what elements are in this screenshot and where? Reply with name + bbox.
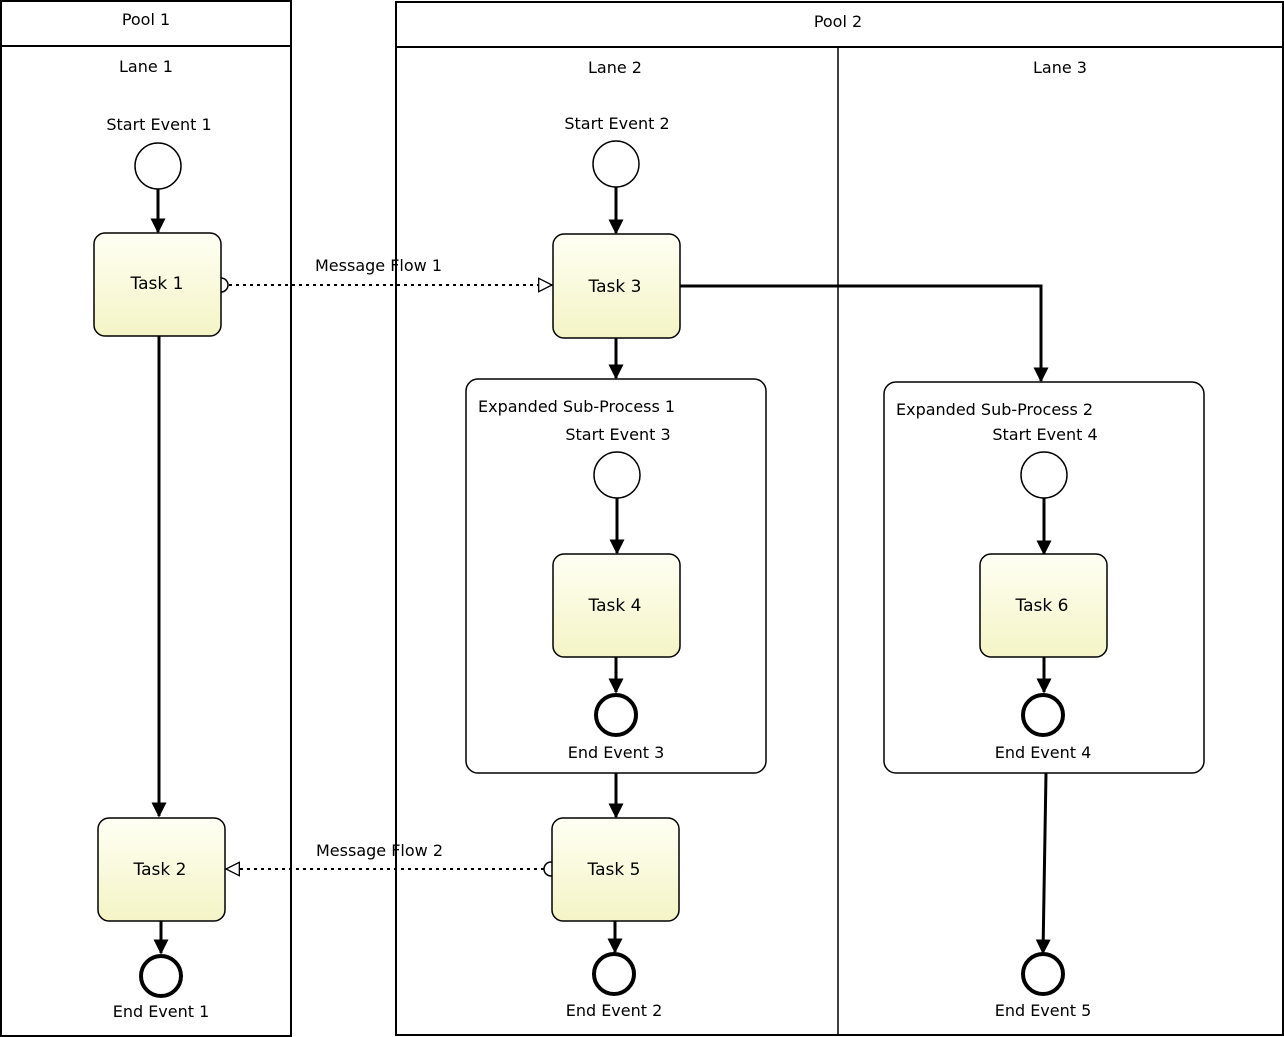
start-event-4[interactable]: Start Event 4 xyxy=(992,425,1098,499)
start-event-4-circle xyxy=(1020,451,1068,499)
end-event-2-circle xyxy=(592,952,636,996)
end-event-3-label: End Event 3 xyxy=(568,743,665,762)
sub-process-2-label: Expanded Sub-Process 2 xyxy=(896,400,1093,419)
end-event-5-label: End Event 5 xyxy=(995,1001,1092,1020)
task-5-label: Task 5 xyxy=(587,860,641,880)
task-2[interactable]: Task 2 xyxy=(97,817,226,922)
start-event-3-circle xyxy=(593,451,641,499)
lane-2-label: Lane 2 xyxy=(588,58,642,77)
start-event-2-circle xyxy=(592,140,640,188)
end-event-5-circle xyxy=(1021,952,1065,996)
task-5-box xyxy=(551,817,680,922)
sequence-flows xyxy=(150,187,1052,955)
end-event-4[interactable]: End Event 4 xyxy=(995,693,1092,762)
task-5[interactable]: Task 5 xyxy=(551,817,680,922)
sub-process-1-label: Expanded Sub-Process 1 xyxy=(478,397,675,416)
end-event-2-label: End Event 2 xyxy=(566,1001,663,1020)
end-event-3[interactable]: End Event 3 xyxy=(568,693,665,762)
start-event-3[interactable]: Start Event 3 xyxy=(565,425,671,499)
task-1[interactable]: Task 1 xyxy=(93,232,222,337)
lane-1-label: Lane 1 xyxy=(119,57,173,76)
end-event-1-circle xyxy=(139,954,183,998)
start-event-1-label: Start Event 1 xyxy=(106,115,211,134)
end-event-1-label: End Event 1 xyxy=(113,1002,210,1021)
task-3[interactable]: Task 3 xyxy=(552,233,681,339)
task-1-label: Task 1 xyxy=(130,274,184,294)
end-event-2[interactable]: End Event 2 xyxy=(566,952,663,1020)
task-6-label: Task 6 xyxy=(1015,596,1069,616)
start-event-2-label: Start Event 2 xyxy=(564,114,669,133)
task-4-label: Task 4 xyxy=(588,596,642,616)
task-6-box xyxy=(979,553,1108,658)
task-4-box xyxy=(552,553,681,658)
pool-2-title: Pool 2 xyxy=(814,12,862,31)
task-6[interactable]: Task 6 xyxy=(979,553,1108,658)
task-1-box xyxy=(93,232,222,337)
pool-1-title: Pool 1 xyxy=(122,10,170,29)
task-2-label: Task 2 xyxy=(133,860,187,880)
end-event-1[interactable]: End Event 1 xyxy=(113,954,210,1021)
end-event-4-circle xyxy=(1021,693,1065,737)
start-event-4-label: Start Event 4 xyxy=(992,425,1097,444)
start-event-3-label: Start Event 3 xyxy=(565,425,670,444)
sequence-flow-subprocess2-end5[interactable] xyxy=(1035,772,1051,955)
sequence-flow-task3-subprocess2[interactable] xyxy=(680,284,1049,383)
task-2-box xyxy=(97,817,226,922)
start-event-2[interactable]: Start Event 2 xyxy=(564,114,670,188)
end-event-5[interactable]: End Event 5 xyxy=(995,952,1092,1020)
lane-3-label: Lane 3 xyxy=(1033,58,1087,77)
start-event-1-circle xyxy=(134,142,182,190)
end-event-4-label: End Event 4 xyxy=(995,743,1092,762)
end-event-3-circle xyxy=(594,693,638,737)
task-3-box xyxy=(552,233,681,339)
message-flow-2-label: Message Flow 2 xyxy=(316,841,443,860)
start-event-1[interactable]: Start Event 1 xyxy=(106,115,212,190)
task-3-label: Task 3 xyxy=(588,277,642,297)
task-4[interactable]: Task 4 xyxy=(552,553,681,658)
message-flow-1-label: Message Flow 1 xyxy=(315,256,442,275)
